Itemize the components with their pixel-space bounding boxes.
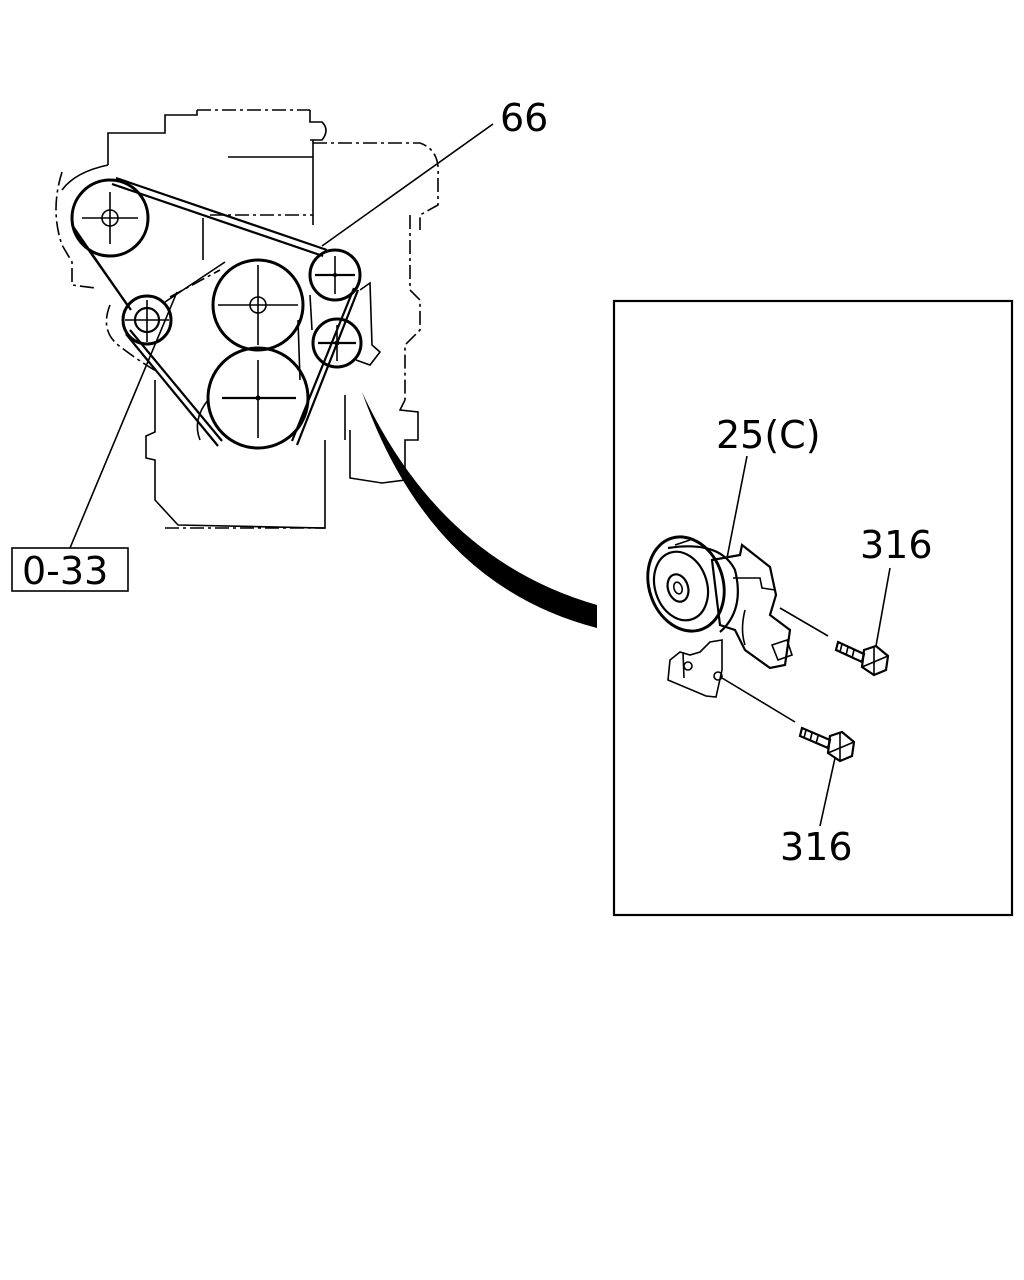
leader-line-tensioner <box>726 455 748 559</box>
callout-tensioner: 25(C) <box>716 413 821 457</box>
drive-belt <box>71 176 360 447</box>
leader-line-bolt-lower <box>819 757 836 827</box>
engine-outline <box>55 109 439 529</box>
ref-box <box>11 547 129 592</box>
bolt-upper <box>834 640 890 677</box>
leader-line-ref <box>69 291 178 549</box>
detail-frame <box>612 299 1014 917</box>
callout-belt: 66 <box>500 96 548 140</box>
callout-bolt-upper: 316 <box>860 523 933 567</box>
pulley-center <box>211 258 305 352</box>
callout-ref: 0-33 <box>22 549 108 593</box>
callout-bolt-lower: 316 <box>780 825 853 869</box>
pulley-right-upper <box>308 248 362 302</box>
idler-pulley-left <box>121 294 173 346</box>
leader-line-bolt-upper <box>875 567 891 647</box>
detail-pointer <box>362 392 597 628</box>
pulley-top-left <box>70 178 150 258</box>
bolt-lower <box>798 726 856 763</box>
tensioner-assembly <box>646 535 794 698</box>
crankshaft-pulley <box>206 346 310 450</box>
leader-line-belt <box>321 123 494 247</box>
install-line-upper <box>779 607 829 637</box>
install-line-lower <box>721 677 796 723</box>
